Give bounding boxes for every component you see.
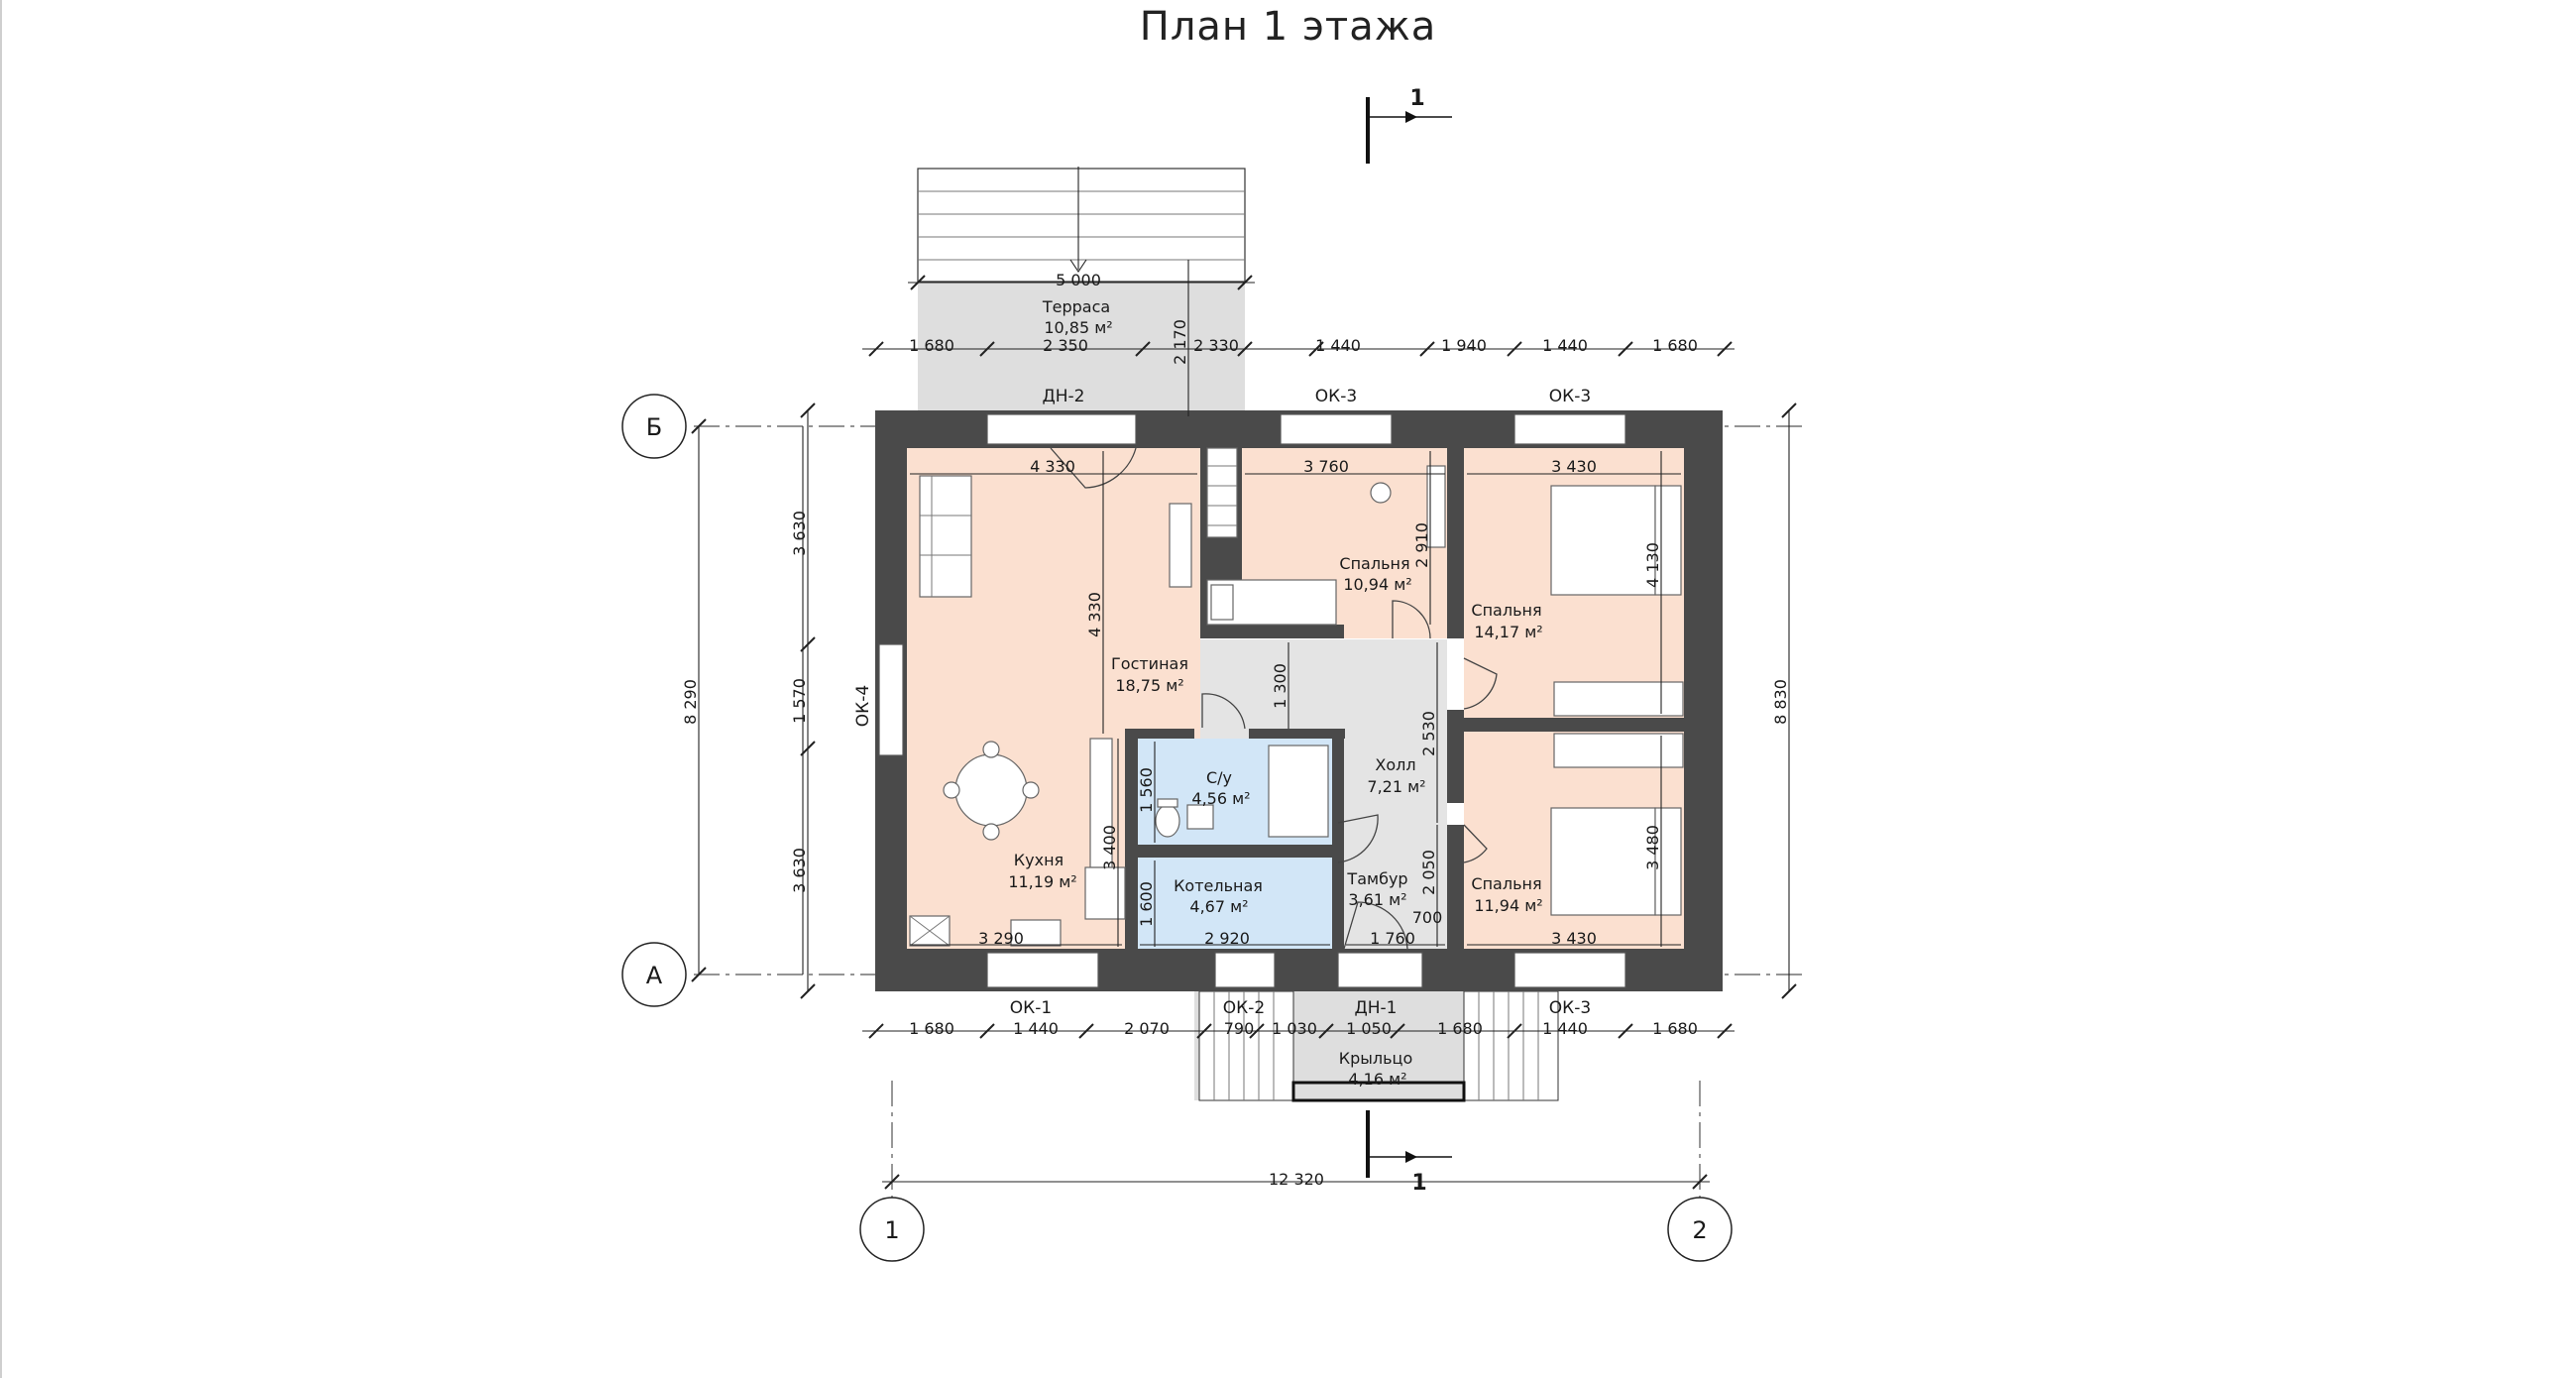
dim-bottom-3: 2 070 xyxy=(1124,1019,1170,1038)
dim-bottom-9: 1 680 xyxy=(1652,1019,1698,1038)
room-area-hall: 7,21 м² xyxy=(1367,777,1425,796)
wall-openings xyxy=(878,413,1626,988)
room-area-vestibule: 3,61 м² xyxy=(1348,890,1406,909)
dim-top-3: 2 330 xyxy=(1193,336,1239,355)
opening-left-ok4: ОК-4 xyxy=(853,685,873,727)
interior-dimension-lines xyxy=(910,451,1681,947)
axis-label-1: 1 xyxy=(884,1216,899,1244)
dim-int-hall-depth: 2 530 xyxy=(1419,711,1438,756)
room-name-hall: Холл xyxy=(1375,755,1415,774)
room-name-kitchen: Кухня xyxy=(1014,851,1064,869)
room-name-porch: Крыльцо xyxy=(1339,1049,1412,1068)
dim-left-3: 3 630 xyxy=(790,848,809,893)
dim-terrace-depth: 2 170 xyxy=(1171,319,1189,365)
room-name-terrace: Терраса xyxy=(1042,297,1110,316)
terrace xyxy=(917,167,1246,410)
dim-int-bedroom3-width: 3 430 xyxy=(1551,929,1597,948)
room-area-kitchen: 11,19 м² xyxy=(1008,872,1076,891)
dim-top-5: 1 940 xyxy=(1441,336,1487,355)
opening-top-ok3-a: ОК-3 xyxy=(1315,387,1357,406)
dim-int-kitchen-depth: 3 400 xyxy=(1100,825,1119,870)
dim-overall-width: 12 320 xyxy=(1269,1170,1324,1189)
dim-int-bath-depth: 1 560 xyxy=(1137,767,1156,813)
opening-top-ok3-b: ОК-3 xyxy=(1549,387,1591,406)
room-name-living: Гостиная xyxy=(1111,654,1188,673)
dim-bottom-5: 1 030 xyxy=(1272,1019,1317,1038)
furniture xyxy=(909,447,1684,947)
dim-int-vestibule-depth: 2 050 xyxy=(1419,850,1438,895)
dim-bottom-8: 1 440 xyxy=(1542,1019,1588,1038)
dim-top-4: 1 440 xyxy=(1315,336,1361,355)
dim-right-overall: 8 830 xyxy=(1771,679,1790,725)
dim-bottom-7: 1 680 xyxy=(1437,1019,1483,1038)
dim-int-bedroom2-depth: 4 130 xyxy=(1643,542,1662,588)
axis-label-b: Б xyxy=(646,413,662,441)
section-cut-marks xyxy=(1366,97,1452,1178)
axis-label-a: А xyxy=(646,962,663,989)
dim-bottom-2: 1 440 xyxy=(1013,1019,1059,1038)
room-area-bedroom-3: 11,94 м² xyxy=(1474,896,1542,915)
room-name-bathroom: С/у xyxy=(1206,768,1232,787)
dim-int-living-width: 4 330 xyxy=(1030,457,1075,476)
dim-left-overall: 8 290 xyxy=(681,679,700,725)
room-area-bathroom: 4,56 м² xyxy=(1191,789,1250,808)
axis-bubbles xyxy=(621,394,1733,1262)
dim-int-bedroom1-width: 3 760 xyxy=(1303,457,1349,476)
dim-int-kitchen-width: 3 290 xyxy=(978,929,1024,948)
room-area-porch: 4,16 м² xyxy=(1348,1070,1406,1089)
opening-bottom-ok3: ОК-3 xyxy=(1549,998,1591,1018)
dim-bottom-6: 1 050 xyxy=(1346,1019,1392,1038)
dim-top-2: 2 350 xyxy=(1043,336,1088,355)
dim-terrace-width: 5 000 xyxy=(1056,271,1101,289)
room-area-boiler: 4,67 м² xyxy=(1189,897,1248,916)
dim-int-hall-upper: 1 300 xyxy=(1271,663,1289,709)
dim-int-vestibule-width: 1 760 xyxy=(1370,929,1415,948)
room-name-boiler: Котельная xyxy=(1174,876,1263,895)
exterior-dimension-lines xyxy=(691,260,1797,1190)
dim-int-living-depth: 4 330 xyxy=(1085,592,1104,637)
dim-int-bedroom3-depth: 3 480 xyxy=(1643,825,1662,870)
page-edge-line xyxy=(0,0,2,1378)
room-area-living: 18,75 м² xyxy=(1115,676,1183,695)
section-label-bottom: 1 xyxy=(1411,1171,1426,1196)
room-name-bedroom-3: Спальня xyxy=(1471,874,1541,893)
porch xyxy=(1194,990,1559,1102)
dim-top-7: 1 680 xyxy=(1652,336,1698,355)
axis-label-2: 2 xyxy=(1692,1216,1707,1244)
opening-bottom-dn1: ДН-1 xyxy=(1354,998,1397,1018)
dim-top-1: 1 680 xyxy=(909,336,954,355)
page-title: План 1 этажа xyxy=(1139,4,1437,50)
room-area-terrace: 10,85 м² xyxy=(1044,318,1112,337)
dim-int-bedroom2-width: 3 430 xyxy=(1551,457,1597,476)
room-name-bedroom-1: Спальня xyxy=(1339,554,1409,573)
room-name-bedroom-2: Спальня xyxy=(1471,601,1541,620)
opening-top-dn2: ДН-2 xyxy=(1042,387,1084,406)
room-area-bedroom-2: 14,17 м² xyxy=(1474,623,1542,641)
opening-bottom-ok1: ОК-1 xyxy=(1010,998,1052,1018)
dim-int-boiler-depth: 1 600 xyxy=(1137,881,1156,927)
dim-top-6: 1 440 xyxy=(1542,336,1588,355)
dim-bottom-4: 790 xyxy=(1224,1019,1255,1038)
section-label-top: 1 xyxy=(1409,86,1424,111)
dim-bottom-1: 1 680 xyxy=(909,1019,954,1038)
dim-left-1: 3 630 xyxy=(790,511,809,556)
room-name-vestibule: Тамбур xyxy=(1346,869,1407,888)
opening-bottom-ok2: ОК-2 xyxy=(1223,998,1265,1018)
dim-int-boiler-width: 2 920 xyxy=(1204,929,1250,948)
room-area-bedroom-1: 10,94 м² xyxy=(1343,575,1411,594)
dim-left-2: 1 570 xyxy=(790,678,809,724)
dim-int-door-700: 700 xyxy=(1412,908,1443,927)
dim-int-bedroom1-depth: 2 910 xyxy=(1412,522,1431,568)
door-swings xyxy=(1050,447,1498,950)
